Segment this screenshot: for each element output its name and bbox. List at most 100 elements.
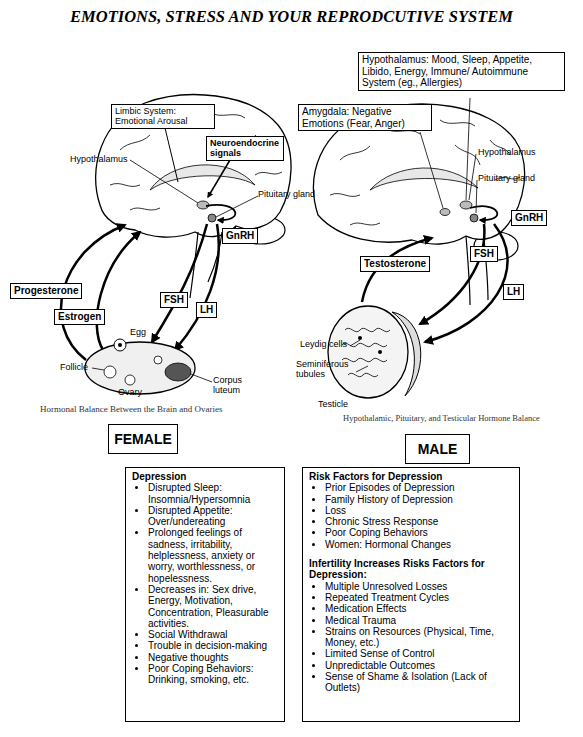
box-text: Limbic System: Emotional Arousal xyxy=(115,106,211,127)
title-text: EMOTIONS, STRESS AND YOUR REPRODCUTIVE S… xyxy=(0,7,583,27)
bullet-item: Trouble in decision-making xyxy=(148,640,280,651)
region-box: Limbic System: Emotional Arousal xyxy=(111,104,215,129)
bullet-list: Prior Episodes of DepressionFamily Histo… xyxy=(309,482,515,550)
hormone-arrow xyxy=(425,224,508,342)
bullet-item: Disrupted Sleep: Insomnia/Hypersomnia xyxy=(148,482,280,505)
bullet-item: Strains on Resources (Physical, Time, Mo… xyxy=(325,626,515,649)
box-text: Testosterone xyxy=(364,258,426,270)
bullet-list: Multiple Unresolved LossesRepeated Treat… xyxy=(309,581,515,694)
region-box: Hypothalamus: Mood, Sleep, Appetite, Lib… xyxy=(358,52,565,91)
part-label: Hypothalamus xyxy=(478,148,536,158)
tubule-squiggles xyxy=(342,328,390,376)
hormone-box: LH xyxy=(503,284,524,300)
box-text: MALE xyxy=(408,441,467,457)
box-text: LH xyxy=(200,304,213,316)
part-label: Testicle xyxy=(318,400,348,410)
leader-line xyxy=(191,374,212,382)
bullet-item: Limited Sense of Control xyxy=(325,648,515,659)
part-label: Ovary xyxy=(118,388,142,398)
leader-line xyxy=(130,160,198,203)
hormone-box: LH xyxy=(196,302,217,318)
sex-label-box: FEMALE xyxy=(108,424,178,454)
leydig-cell xyxy=(358,336,362,340)
brain-gyri xyxy=(330,120,520,225)
bullet-item: Prior Episodes of Depression xyxy=(325,482,515,493)
bullet-item: Decreases in: Sex drive, Energy, Motivat… xyxy=(148,584,280,629)
bullet-item: Medication Effects xyxy=(325,603,515,614)
signal-arrow xyxy=(208,160,230,197)
pituitary-shape xyxy=(470,214,478,222)
bullet-item: Repeated Treatment Cycles xyxy=(325,592,515,603)
bullet-item: Disrupted Appetite: Over/undereating xyxy=(148,505,280,528)
bullet-item: Medical Trauma xyxy=(325,615,515,626)
part-label: Leydig cells xyxy=(300,340,347,350)
hormone-box: GnRH xyxy=(222,228,258,244)
region-box: Amygdala: Negative Emotions (Fear, Anger… xyxy=(298,104,432,131)
box-text: FSH xyxy=(164,294,184,306)
hormone-box: Estrogen xyxy=(54,309,105,325)
part-label: Hypothalamus xyxy=(70,155,128,165)
risk-list-box: Risk Factors for DepressionPrior Episode… xyxy=(302,467,520,722)
leader-line xyxy=(92,368,104,370)
box-text: FSH xyxy=(474,248,494,260)
testicle-shape xyxy=(328,306,408,398)
part-label: Seminiferous tubules xyxy=(296,360,358,380)
leader-line xyxy=(469,154,476,200)
box-text: LH xyxy=(507,286,520,298)
egg-nucleus xyxy=(118,343,122,347)
hormone-box: Testosterone xyxy=(360,256,430,272)
brain-outline xyxy=(96,95,291,237)
bullet-item: Unpredictable Outcomes xyxy=(325,660,515,671)
egg-shape xyxy=(114,339,126,351)
bullet-item: Poor Coping Behaviors xyxy=(325,527,515,538)
hormone-arrow xyxy=(152,224,207,342)
leader-line xyxy=(420,132,443,208)
leader-line xyxy=(356,366,368,372)
bullet-item: Sense of Shame & Isolation (Lack of Outl… xyxy=(325,671,515,694)
box-text: FEMALE xyxy=(111,431,175,447)
bullet-item: Multiple Unresolved Losses xyxy=(325,581,515,592)
box-text: Amygdala: Negative Emotions (Fear, Anger… xyxy=(302,106,428,129)
hormone-box: GnRH xyxy=(511,210,547,226)
corpus-luteum-shape xyxy=(165,363,191,381)
bullet-item: Chronic Stress Response xyxy=(325,516,515,527)
leader-line xyxy=(350,340,360,346)
symptom-list-box: DepressionDisrupted Sleep: Insomnia/Hype… xyxy=(125,467,285,722)
corpus-callosum xyxy=(370,168,478,190)
bullet-item: Family History of Depression xyxy=(325,494,515,505)
leydig-cell xyxy=(378,350,382,354)
list-heading: Depression xyxy=(132,471,280,482)
list-heading: Infertility Increases Risks Factors for … xyxy=(309,558,515,581)
hormone-arrow xyxy=(175,224,219,350)
box-text: Neuroendocrine signals xyxy=(210,138,280,159)
part-label: Corpus luteum xyxy=(213,376,253,396)
corpus-callosum xyxy=(150,165,255,190)
part-label: Egg xyxy=(130,328,146,338)
epididymis-shape xyxy=(392,312,421,396)
part-label: Follicle xyxy=(60,363,88,373)
leader-line xyxy=(476,180,477,213)
figure-caption: Hypothalamic, Pituitary, and Testicular … xyxy=(343,414,540,423)
bullet-item: Loss xyxy=(325,505,515,516)
list-heading: Risk Factors for Depression xyxy=(309,471,515,482)
pituitary-shape xyxy=(208,214,216,222)
signal-box: Neuroendocrine signals xyxy=(206,136,284,161)
bullet-item: Poor Coping Behaviors: Drinking, smoking… xyxy=(148,663,280,686)
follicle-shape xyxy=(104,366,116,378)
bullet-item: Negative thoughts xyxy=(148,652,280,663)
hormone-box: FSH xyxy=(160,292,188,308)
bullet-item: Prolonged feelings of sadness, irritabil… xyxy=(148,527,280,583)
hormone-box: FSH xyxy=(470,246,498,262)
hormone-arrow xyxy=(206,205,235,220)
box-text: GnRH xyxy=(515,212,543,224)
leader-line xyxy=(165,128,178,182)
bullet-item: Women: Hormonal Changes xyxy=(325,539,515,550)
box-text: Progesterone xyxy=(14,285,78,297)
follicle-shape xyxy=(154,356,162,364)
box-text: Estrogen xyxy=(58,311,101,323)
sex-label-box: MALE xyxy=(405,434,470,464)
box-text: GnRH xyxy=(226,230,254,242)
figure-caption: Hormonal Balance Between the Brain and O… xyxy=(40,405,222,415)
follicle-shape xyxy=(125,375,135,385)
